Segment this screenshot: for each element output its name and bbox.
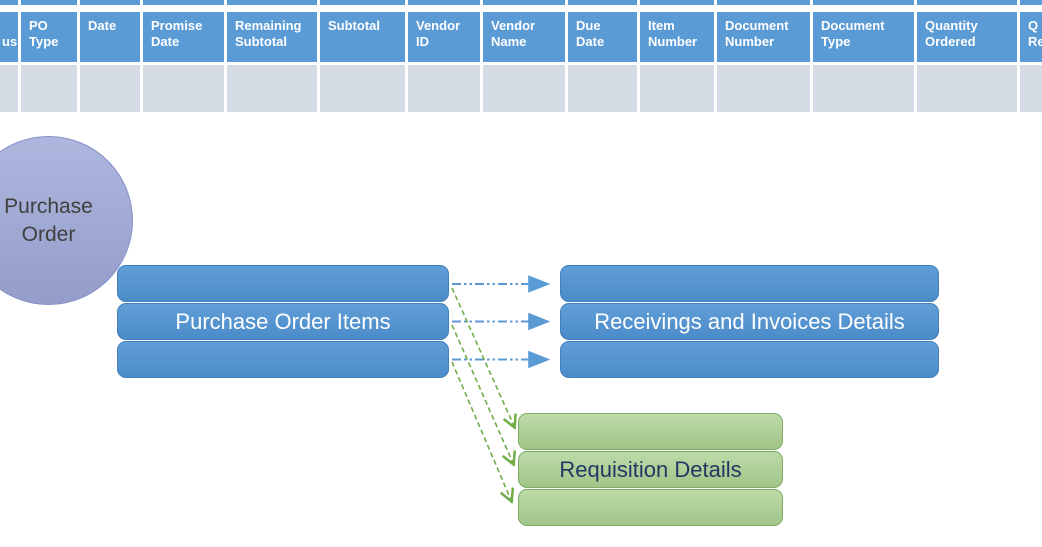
table-top-cell-13 xyxy=(1020,0,1042,5)
po-to-requisition-arrow-2 xyxy=(451,324,513,463)
header-cell-8: Due Date xyxy=(568,12,637,62)
header-cell-11: Document Type xyxy=(813,12,914,62)
table-empty-row xyxy=(0,65,1042,112)
empty-cell-8 xyxy=(568,65,637,112)
table-top-cell-2 xyxy=(80,0,140,5)
empty-cell-12 xyxy=(917,65,1017,112)
empty-cell-7 xyxy=(483,65,565,112)
receivings-shape: Receivings and Invoices Details xyxy=(560,303,939,340)
table-top-cell-0 xyxy=(0,0,18,5)
empty-cell-9 xyxy=(640,65,714,112)
table-top-cell-4 xyxy=(227,0,317,5)
header-cell-6: Vendor ID xyxy=(408,12,480,62)
header-cell-13: Q Re xyxy=(1020,12,1042,62)
empty-cell-2 xyxy=(80,65,140,112)
header-cell-7: Vendor Name xyxy=(483,12,565,62)
table-top-cell-11 xyxy=(813,0,914,5)
po-items-shape: Purchase Order Items xyxy=(117,303,449,340)
empty-cell-4 xyxy=(227,65,317,112)
empty-cell-5 xyxy=(320,65,405,112)
table-top-cell-12 xyxy=(917,0,1017,5)
header-cell-0: us xyxy=(0,12,18,62)
table-top-cell-9 xyxy=(640,0,714,5)
receivings-stack-bottom xyxy=(560,341,939,378)
header-cell-9: Item Number xyxy=(640,12,714,62)
po-items-label: Purchase Order Items xyxy=(175,308,391,334)
po-items-stack-bottom xyxy=(117,341,449,378)
po-to-requisition-arrow-3 xyxy=(451,361,511,500)
table-top-cell-5 xyxy=(320,0,405,5)
table-top-cell-8 xyxy=(568,0,637,5)
requisition-label: Requisition Details xyxy=(559,456,742,482)
receivings-stack-top xyxy=(560,265,939,302)
po-to-requisition-arrow-1 xyxy=(451,287,514,426)
header-cell-2: Date xyxy=(80,12,140,62)
table-top-cell-7 xyxy=(483,0,565,5)
header-cell-3: Promise Date xyxy=(143,12,224,62)
empty-cell-13 xyxy=(1020,65,1042,112)
header-cell-4: Remaining Subtotal xyxy=(227,12,317,62)
table-top-row-sliver xyxy=(0,0,1042,5)
empty-cell-11 xyxy=(813,65,914,112)
header-cell-5: Subtotal xyxy=(320,12,405,62)
purchase-order-circle: Purchase Order xyxy=(0,136,133,305)
empty-cell-10 xyxy=(717,65,810,112)
purchase-order-circle-label: Purchase Order xyxy=(4,194,93,246)
receivings-label: Receivings and Invoices Details xyxy=(594,308,905,334)
empty-cell-1 xyxy=(21,65,77,112)
empty-cell-0 xyxy=(0,65,18,112)
table-top-cell-3 xyxy=(143,0,224,5)
header-cell-10: Document Number xyxy=(717,12,810,62)
po-items-stack-top xyxy=(117,265,449,302)
table-top-cell-6 xyxy=(408,0,480,5)
requisition-stack-bottom xyxy=(518,489,783,526)
empty-cell-6 xyxy=(408,65,480,112)
table-top-cell-10 xyxy=(717,0,810,5)
header-cell-12: Quantity Ordered xyxy=(917,12,1017,62)
empty-cell-3 xyxy=(143,65,224,112)
header-cell-1: PO Type xyxy=(21,12,77,62)
requisition-shape: Requisition Details xyxy=(518,451,783,488)
table-top-cell-1 xyxy=(21,0,77,5)
requisition-stack-top xyxy=(518,413,783,450)
